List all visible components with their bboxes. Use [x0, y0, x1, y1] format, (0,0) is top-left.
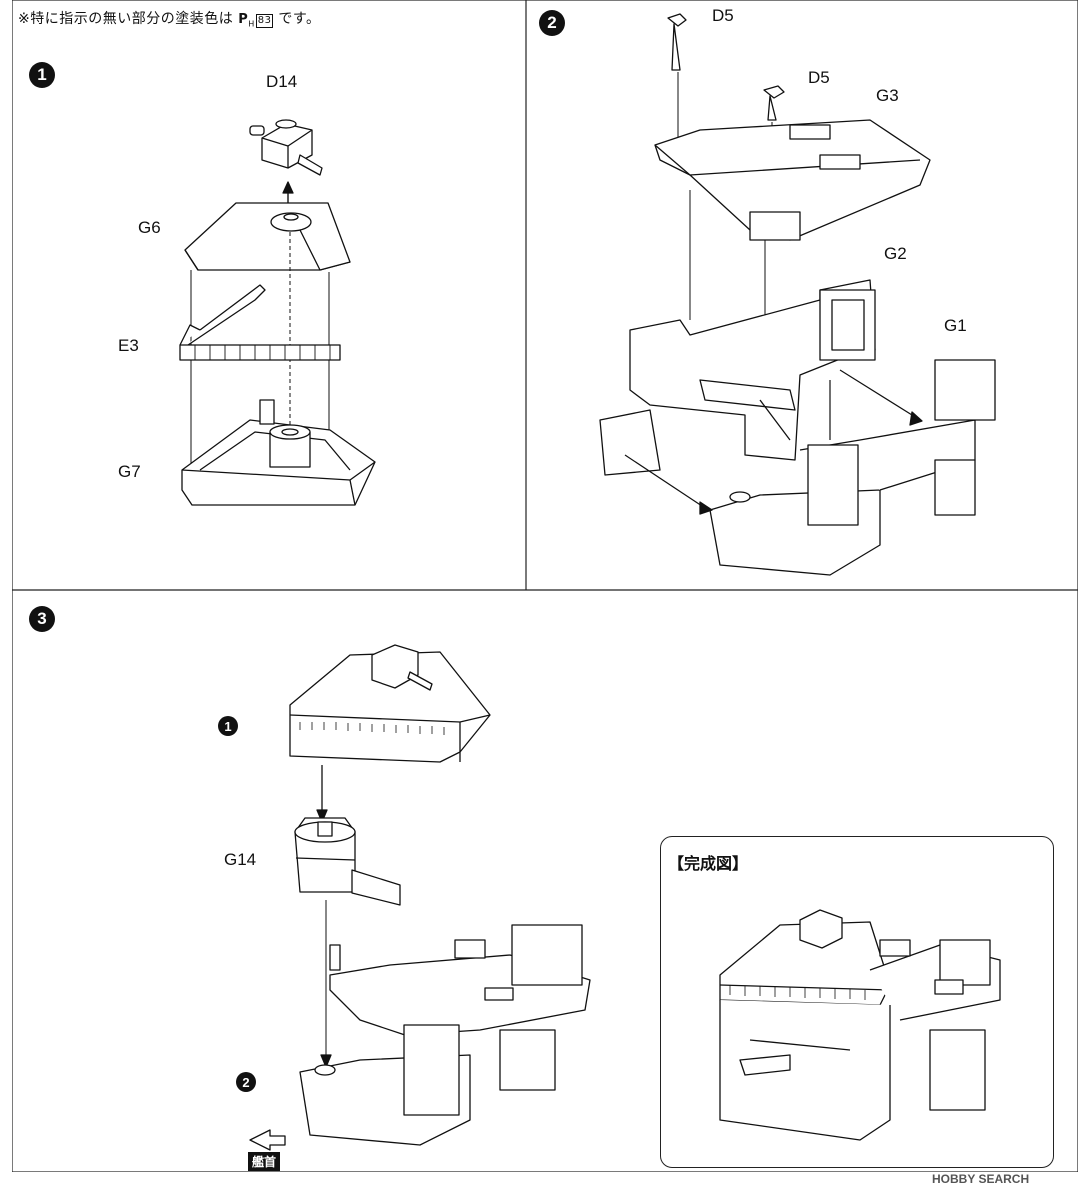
instruction-frame — [12, 0, 1078, 1172]
label-d5-second: D5 — [808, 68, 830, 87]
subassembly-2-badge: 2 — [236, 1072, 256, 1092]
paint-code-mark: PH — [238, 12, 255, 29]
label-d5-top: D5 — [712, 6, 734, 25]
part-e3-drawing — [179, 284, 341, 361]
step-1-badge: 1 — [29, 62, 55, 88]
step-3-badge: 3 — [29, 606, 55, 632]
part-d14-drawing — [249, 119, 323, 176]
label-e3: E3 — [118, 336, 139, 355]
paint-sub: H — [248, 19, 255, 29]
subassembly-2-drawing — [299, 924, 591, 1146]
label-g3: G3 — [876, 86, 899, 105]
label-g7: G7 — [118, 462, 141, 481]
part-d5-drawings — [667, 13, 785, 121]
subassembly-1-drawing — [289, 644, 491, 763]
bow-direction-label: 艦首 — [248, 1152, 281, 1171]
paint-prefix: P — [238, 12, 249, 27]
part-g2-drawing — [599, 279, 876, 476]
paint-note-suffix: です。 — [278, 11, 321, 27]
panel-borders — [12, 0, 1078, 1172]
label-g6: G6 — [138, 218, 161, 237]
completed-view-box — [660, 836, 1054, 1168]
subassembly-1-badge: 1 — [218, 716, 238, 736]
part-g3-drawing — [654, 119, 931, 241]
part-g6-drawing — [184, 202, 351, 271]
part-g7-drawing — [181, 399, 376, 506]
completed-view-title: 【完成図】 — [668, 854, 749, 873]
label-g14: G14 — [224, 850, 257, 869]
completed-model-drawing — [719, 909, 1001, 1141]
part-g1-drawing — [709, 359, 996, 576]
watermark-credit: HOBBY SEARCH — [932, 1172, 1030, 1186]
paint-code-number: 83 — [255, 14, 274, 28]
part-g14-drawing — [294, 817, 401, 906]
label-g1: G1 — [944, 316, 967, 335]
paint-note-text: ※特に指示の無い部分の塗装色は — [18, 11, 234, 27]
label-d14: D14 — [266, 72, 298, 91]
step-2-badge: 2 — [539, 10, 565, 36]
label-g2: G2 — [884, 244, 907, 263]
